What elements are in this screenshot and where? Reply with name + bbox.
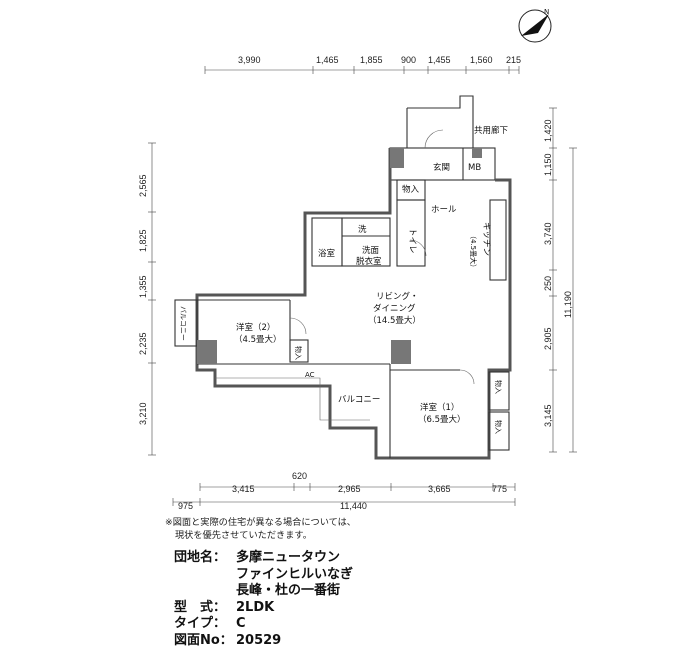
room-bed2-2: （4.5畳大） (234, 334, 282, 345)
room-corridor: 共用廊下 (474, 125, 509, 136)
info-name-row: 団地名： 多摩ニュータウン (174, 550, 353, 567)
info-plan-row: 図面No： 20529 (174, 633, 353, 650)
dim-right-5: 2,905 (543, 327, 553, 350)
room-kitchen-size: （4.5畳大） (469, 232, 478, 271)
info-kind-value: C (236, 616, 246, 631)
dim-right-2: 1,150 (543, 153, 553, 176)
dim-top-4: 900 (401, 55, 416, 65)
walls (174, 95, 512, 460)
room-bed2-1: 洋室（2） (236, 322, 275, 333)
dim-bottom-1: 3,415 (232, 484, 255, 494)
info-name-row-2: ファインヒルいなぎ (174, 567, 353, 584)
dim-top-7: 215 (506, 55, 521, 65)
info-name-row-3: 長峰・杜の一番街 (174, 583, 353, 600)
room-washroom-2: 脱衣室 (356, 256, 382, 267)
disclaimer-line-1: ※図面と実際の住宅が異なる場合については、 (165, 517, 356, 528)
dim-right-3: 3,740 (543, 222, 553, 245)
compass-north-label: N (544, 8, 549, 16)
room-bed2-storage: 物入 (294, 346, 303, 360)
room-washroom-1: 洗面 (362, 245, 380, 256)
room-bed1-1: 洋室（1） (420, 402, 459, 413)
dim-bottom-4: 3,665 (428, 484, 451, 494)
left-dimensions: 2,565 1,825 1,355 2,235 3,210 (138, 142, 156, 456)
dim-right-4: 250 (543, 276, 553, 291)
room-bed1-2: （6.5畳大） (418, 414, 466, 425)
bottom-dimensions: 3,415 620 2,965 3,665 775 975 11,440 (172, 471, 516, 511)
room-living-2: ダイニング (373, 303, 416, 314)
dim-bottom-2: 620 (292, 471, 307, 481)
info-name-3: 長峰・杜の一番街 (236, 583, 341, 598)
dim-left-2: 1,825 (138, 229, 148, 252)
info-plan-label: 図面No： (174, 632, 233, 648)
info-name-label: 団地名： (174, 550, 227, 565)
room-bed1-storage-1: 物入 (494, 380, 503, 394)
dim-left-4: 2,235 (138, 332, 148, 355)
info-type-row: 型 式： 2LDK (174, 600, 353, 617)
room-bed1-storage-2: 物入 (494, 420, 503, 434)
dim-bottom-6: 975 (178, 501, 193, 511)
info-type-value: 2LDK (236, 599, 275, 615)
dim-right-6: 3,145 (543, 404, 553, 427)
disclaimer-line-2: 現状を優先させていただきます。 (175, 530, 312, 541)
room-balcony: バルコニー (338, 395, 380, 405)
room-toilet: トイレ (407, 228, 417, 254)
room-ac: AC (305, 371, 315, 379)
room-bath: 浴室 (318, 248, 336, 259)
dim-top-1: 3,990 (238, 55, 261, 65)
info-kind-label: タイプ： (174, 616, 227, 631)
room-hall-storage: 物入 (402, 184, 420, 195)
dim-bottom-7: 11,440 (340, 501, 367, 511)
dim-left-1: 2,565 (138, 174, 148, 197)
dim-top-6: 1,560 (470, 55, 493, 65)
room-labels: 共用廊下 玄関 MB 物入 ホール キッチン （4.5畳大） トイレ 洗 洗面 … (179, 125, 509, 434)
room-mb: MB (468, 163, 481, 173)
top-dimensions: 3,990 1,465 1,855 900 1,455 1,560 215 (204, 55, 521, 74)
dim-top-2: 1,465 (316, 55, 339, 65)
room-kitchen: キッチン (481, 222, 491, 256)
dim-top-5: 1,455 (428, 55, 451, 65)
dim-bottom-5: 775 (492, 484, 507, 494)
dim-top-3: 1,855 (360, 55, 383, 65)
dim-left-3: 1,355 (138, 275, 148, 298)
disclaimer-note: ※図面と実際の住宅が異なる場合については、 現状を優先させていただきます。 (165, 516, 356, 542)
info-kind-row: タイプ： C (174, 616, 353, 633)
dim-right-total: 11,190 (563, 291, 573, 318)
room-living-1: リビング・ (376, 291, 419, 302)
dim-right-1: 1,420 (543, 119, 553, 142)
room-living-3: （14.5畳大） (368, 315, 421, 326)
room-entrance: 玄関 (433, 162, 450, 173)
room-wash: 洗 (358, 224, 367, 235)
room-balcony-small: バルコニー (179, 306, 187, 341)
info-name-2: ファインヒルいなぎ (236, 566, 354, 582)
info-plan-value: 20529 (236, 632, 282, 648)
dim-bottom-3: 2,965 (338, 484, 361, 494)
info-name-1: 多摩ニュータウン (236, 550, 341, 565)
room-hall: ホール (431, 205, 457, 215)
info-type-label: 型 式： (174, 599, 227, 615)
dim-left-5: 3,210 (138, 402, 148, 425)
compass: N (518, 8, 552, 43)
property-info: 団地名： 多摩ニュータウン ファインヒルいなぎ 長峰・杜の一番街 型 式： 2L… (174, 550, 353, 649)
right-dimensions: 1,420 1,150 3,740 250 2,905 3,145 11,190 (543, 107, 577, 453)
